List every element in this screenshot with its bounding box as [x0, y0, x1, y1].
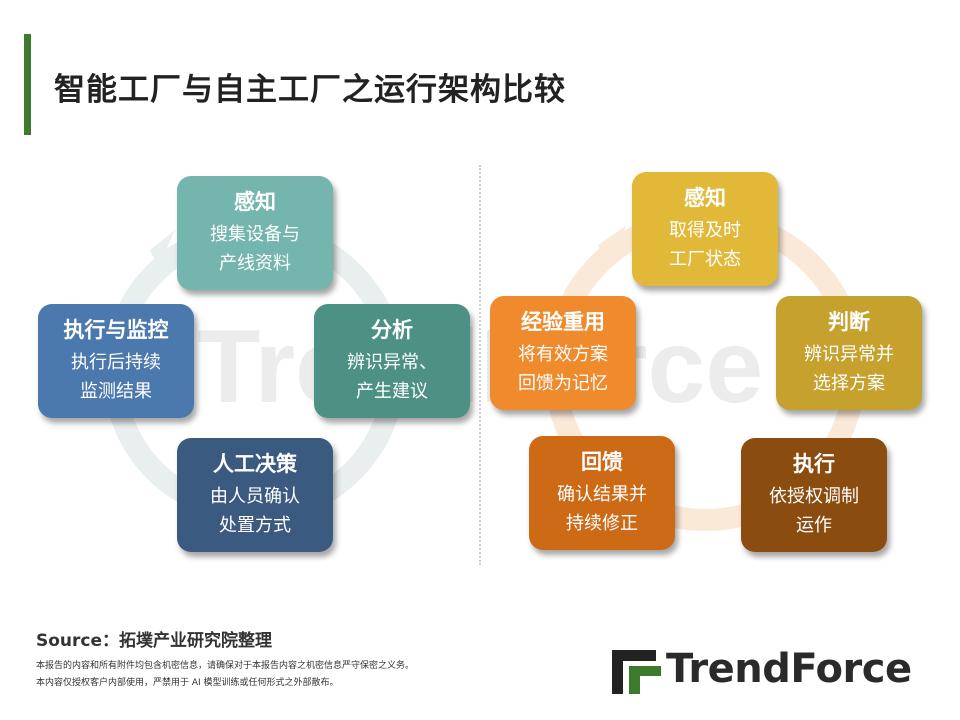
right-feedback-head: 回馈 [581, 450, 623, 474]
right-reuse-line2: 回馈为记忆 [518, 373, 608, 394]
left-execute-line1: 执行后持续 [71, 352, 161, 373]
left-execute-box: 执行与监控 执行后持续 监测结果 [38, 304, 194, 418]
logo-text: TrendForce [666, 646, 912, 692]
left-decide-line1: 由人员确认 [210, 486, 300, 507]
left-analyze-line2: 产生建议 [356, 381, 428, 402]
trendforce-logo-icon [612, 650, 661, 694]
title-accent-bar [24, 34, 31, 135]
right-execute-head: 执行 [793, 452, 835, 476]
right-execute-box: 执行 依授权调制 运作 [741, 438, 887, 552]
left-cycle-arrow-icon [150, 230, 175, 268]
left-perceive-head: 感知 [234, 190, 276, 214]
left-decide-head: 人工决策 [213, 452, 297, 476]
right-reuse-head: 经验重用 [521, 310, 605, 334]
right-feedback-box: 回馈 确认结果并 持续修正 [529, 436, 675, 550]
right-execute-line1: 依授权调制 [769, 486, 859, 507]
right-judge-line1: 辨识异常并 [804, 344, 894, 365]
left-perceive-box: 感知 搜集设备与 产线资料 [177, 176, 333, 290]
page-title: 智能工厂与自主工厂之运行架构比较 [54, 72, 566, 108]
left-analyze-line1: 辨识异常、 [347, 352, 437, 373]
right-perceive-head: 感知 [684, 186, 726, 210]
left-execute-head: 执行与监控 [63, 318, 169, 342]
right-feedback-line2: 持续修正 [566, 513, 638, 534]
right-perceive-line1: 取得及时 [669, 220, 741, 241]
right-perceive-line2: 工厂状态 [669, 249, 741, 270]
right-feedback-line1: 确认结果并 [557, 484, 647, 505]
left-decide-line2: 处置方式 [219, 515, 291, 536]
left-perceive-line2: 产线资料 [219, 253, 291, 274]
right-cycle-arrow-icon [598, 226, 626, 266]
center-divider [479, 165, 481, 565]
left-analyze-box: 分析 辨识异常、 产生建议 [314, 304, 470, 418]
right-perceive-box: 感知 取得及时 工厂状态 [632, 172, 778, 286]
source-text: Source：拓墣产业研究院整理 [36, 631, 273, 651]
right-judge-head: 判断 [828, 310, 870, 334]
right-reuse-box: 经验重用 将有效方案 回馈为记忆 [490, 296, 636, 410]
left-decide-box: 人工决策 由人员确认 处置方式 [177, 438, 333, 552]
confidential-note: 本报告的内容和所有附件均包含机密信息，请确保对于本报告内容之机密信息严守保密之义… [36, 661, 415, 671]
left-execute-line2: 监测结果 [80, 381, 152, 402]
right-judge-line2: 选择方案 [813, 373, 885, 394]
left-analyze-head: 分析 [371, 318, 413, 342]
right-reuse-line1: 将有效方案 [518, 344, 608, 365]
right-execute-line2: 运作 [796, 515, 832, 536]
right-judge-box: 判断 辨识异常并 选择方案 [776, 296, 922, 410]
left-perceive-line1: 搜集设备与 [210, 224, 300, 245]
usage-note: 本内容仅授权客户内部使用，严禁用于 AI 模型训练或任何形式之外部散布。 [36, 678, 339, 688]
